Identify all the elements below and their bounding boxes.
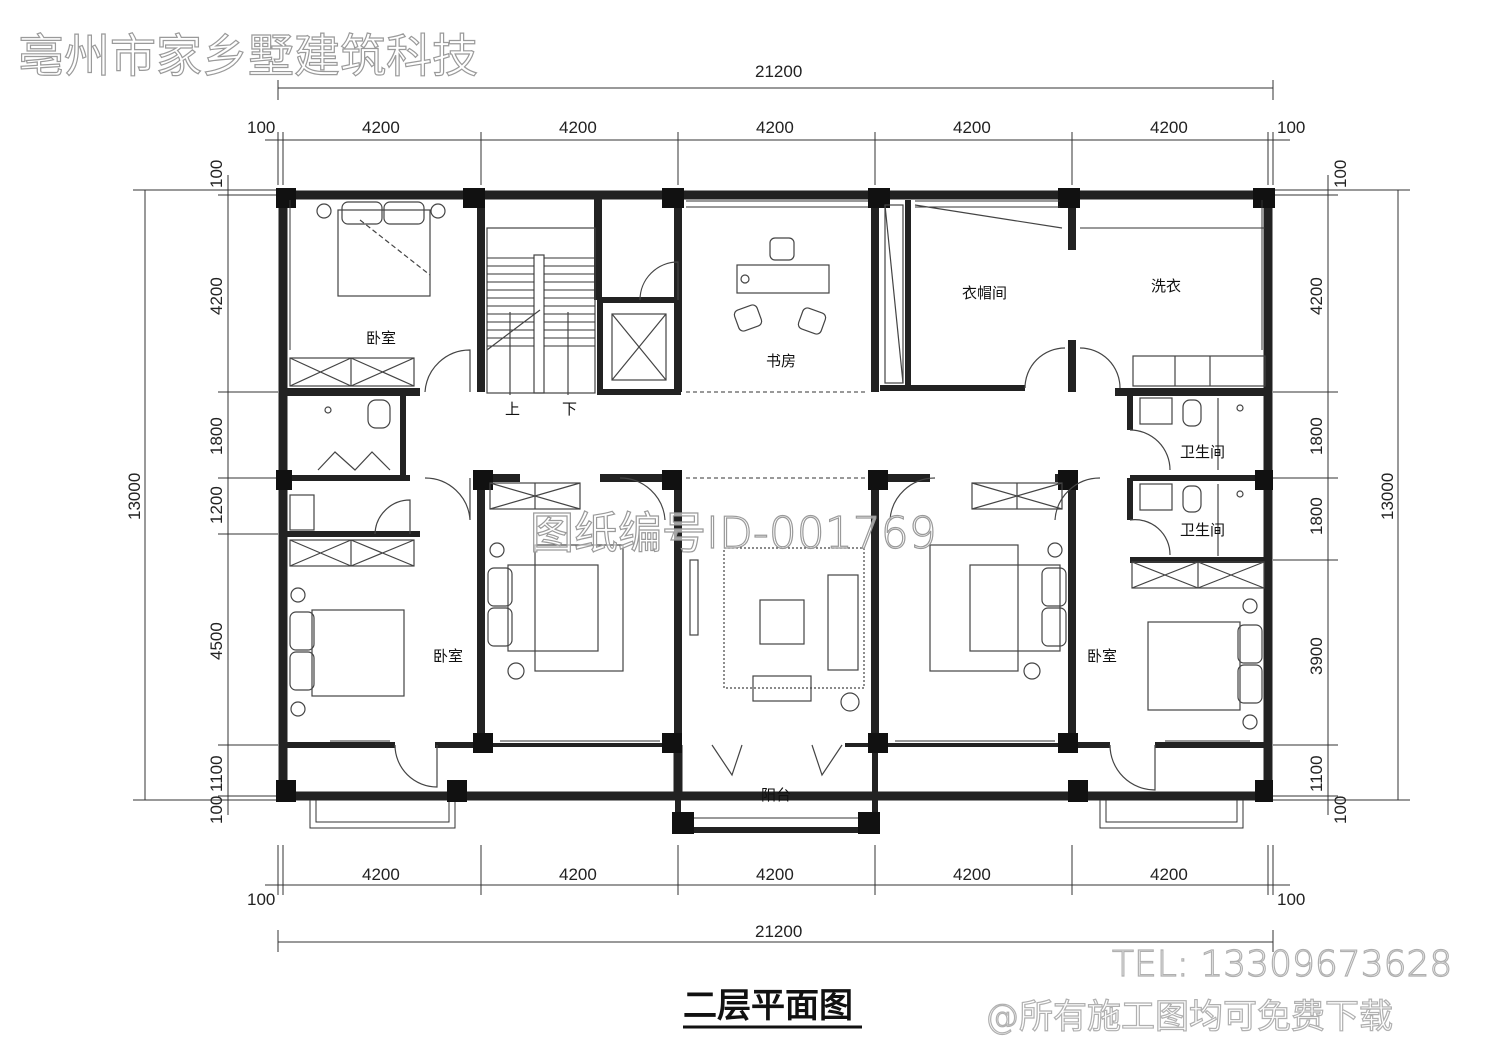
top-bay-4: 4200 <box>953 118 991 137</box>
top-bay-1: 4200 <box>362 118 400 137</box>
right-dim-5: 3900 <box>1307 637 1326 675</box>
left-dim-4: 1200 <box>207 486 226 524</box>
bottom-bay-4: 4200 <box>953 865 991 884</box>
furniture <box>289 201 1266 730</box>
room-label-bedroom-nw: 卧室 <box>366 329 396 347</box>
top-bay-5: 4200 <box>1150 118 1188 137</box>
room-label-study: 书房 <box>766 352 796 370</box>
bottom-bay-2: 4200 <box>559 865 597 884</box>
top-edge-left: 100 <box>247 118 275 137</box>
watermarks: 亳州市家乡墅建筑科技 图纸编号ID-001769 TEL: 1330967362… <box>17 28 1453 1037</box>
columns <box>276 188 1275 834</box>
walls <box>278 190 1273 833</box>
right-dim-7: 100 <box>1331 796 1350 824</box>
bottom-edge-left: 100 <box>247 890 275 909</box>
top-total-width: 21200 <box>755 62 802 81</box>
room-label-wardrobe: 衣帽间 <box>962 284 1007 302</box>
bottom-bay-5: 4200 <box>1150 865 1188 884</box>
doors <box>317 261 1171 791</box>
left-dim-1: 100 <box>207 160 226 188</box>
room-label-bedroom-w: 卧室 <box>433 647 463 665</box>
watermark-drawing-id: 图纸编号ID-001769 <box>530 508 937 559</box>
room-label-laundry: 洗衣 <box>1151 277 1181 295</box>
staircase: 上 下 <box>486 227 596 418</box>
bottom-total-width: 21200 <box>755 922 802 941</box>
left-dim-5: 4500 <box>207 622 226 660</box>
room-label-bedroom-e: 卧室 <box>1087 647 1117 665</box>
room-labels: 卧室 卧室 书房 衣帽间 洗衣 卫生间 卫生间 卧室 阳台 <box>366 277 1225 804</box>
right-total-depth: 13000 <box>1378 473 1397 520</box>
bay-windows <box>309 800 1244 829</box>
watermark-tel: TEL: 13309673628 <box>1112 944 1452 985</box>
left-dim-7: 100 <box>207 796 226 824</box>
left-dim-3: 1800 <box>207 417 226 455</box>
right-dim-2: 4200 <box>1307 277 1326 315</box>
top-dimensions: 21200 100 4200 4200 4200 4200 4200 100 <box>247 62 1305 185</box>
top-bay-3: 4200 <box>756 118 794 137</box>
windows <box>289 200 1263 742</box>
room-label-bathroom-1: 卫生间 <box>1180 443 1225 461</box>
drawing-title: 二层平面图 <box>683 986 862 1029</box>
right-dim-6: 1100 <box>1307 755 1326 792</box>
stair-down-label: 下 <box>562 400 577 418</box>
bottom-bay-3: 4200 <box>756 865 794 884</box>
right-dim-3: 1800 <box>1307 417 1326 455</box>
left-total-depth: 13000 <box>125 473 144 520</box>
watermark-free-download: @所有施工图均可免费下载 <box>985 997 1393 1037</box>
bottom-edge-right: 100 <box>1277 890 1305 909</box>
watermark-company: 亳州市家乡墅建筑科技 <box>18 29 478 83</box>
bottom-bay-1: 4200 <box>362 865 400 884</box>
room-label-bathroom-2: 卫生间 <box>1180 521 1225 539</box>
right-dimensions: 13000 100 4200 1800 1800 3900 1100 100 <box>1273 160 1410 824</box>
drawing-title-text: 二层平面图 <box>683 986 853 1026</box>
room-label-balcony: 阳台 <box>761 786 791 804</box>
stair-up-label: 上 <box>505 400 520 418</box>
left-dim-6: 1100 <box>207 755 226 792</box>
top-bay-2: 4200 <box>559 118 597 137</box>
left-dim-2: 4200 <box>207 277 226 315</box>
bottom-dimensions: 4200 4200 4200 4200 4200 100 100 21200 <box>247 845 1305 952</box>
left-dimensions: 13000 100 4200 1800 1200 4500 1100 100 <box>125 160 278 824</box>
top-edge-right: 100 <box>1277 118 1305 137</box>
right-dim-1: 100 <box>1331 160 1350 188</box>
right-dim-4: 1800 <box>1307 497 1326 535</box>
